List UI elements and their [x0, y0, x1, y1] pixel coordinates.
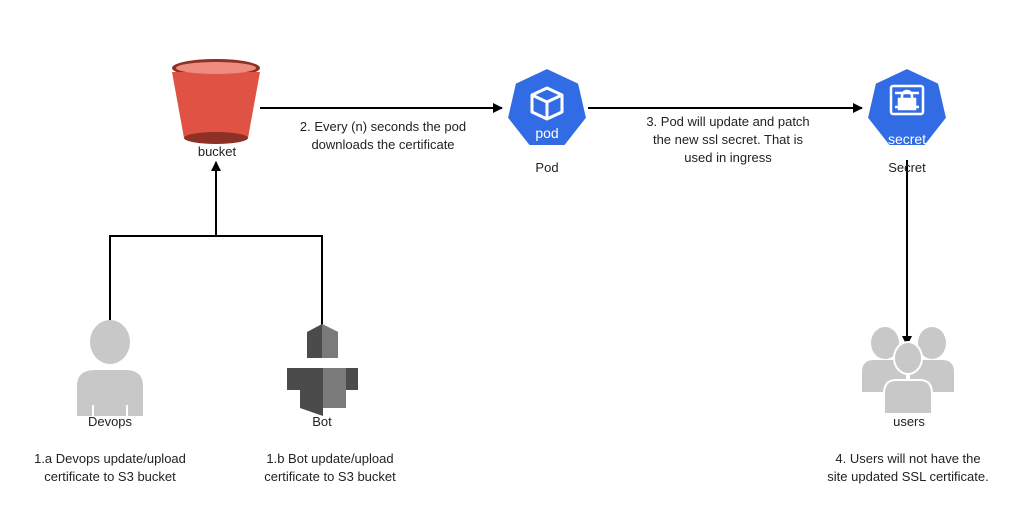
note-line: site updated SSL certificate. — [827, 469, 989, 484]
bucket-label: bucket — [197, 144, 237, 159]
lock-icon — [889, 84, 925, 116]
bucket-icon — [172, 59, 260, 144]
bot-label: Bot — [312, 414, 332, 429]
connectors — [109, 103, 912, 346]
pod-icon-text: pod — [535, 125, 559, 141]
note-line: 1.a Devops update/upload — [34, 451, 186, 466]
edge-devops-to-bucket — [109, 161, 221, 325]
edge-label-bucket-to-pod: 2. Every (n) seconds the pod downloads t… — [285, 118, 481, 154]
edge-label-pod-to-secret: 3. Pod will update and patch the new ssl… — [630, 113, 826, 167]
note-line: 1.b Bot update/upload — [266, 451, 394, 466]
note-line: certificate to S3 bucket — [44, 469, 176, 484]
devops-person-icon — [77, 320, 143, 416]
pod-label: Pod — [535, 160, 559, 175]
secret-k8s-icon — [865, 66, 949, 147]
edge-label-line: the new ssl secret. That is — [652, 132, 804, 147]
edge-label-line: downloads the certificate — [311, 137, 455, 152]
edge-label-line: used in ingress — [684, 150, 772, 165]
edge-label-line: 2. Every (n) seconds the pod — [299, 119, 467, 134]
edge-bot-to-bucket — [216, 235, 323, 325]
edge-label-line: 3. Pod will update and patch — [646, 114, 810, 129]
note-bot: 1.b Bot update/upload certificate to S3 … — [240, 450, 420, 486]
users-group-icon — [862, 327, 954, 415]
note-line: 4. Users will not have the — [835, 451, 981, 466]
note-users: 4. Users will not have the site updated … — [812, 450, 1004, 486]
devops-label: Devops — [87, 414, 133, 429]
bot-robot-icon — [287, 324, 358, 416]
cube-icon — [530, 86, 564, 121]
pod-k8s-icon — [505, 66, 589, 147]
secret-icon-text: secret — [887, 131, 927, 147]
note-line: certificate to S3 bucket — [264, 469, 396, 484]
secret-label: Secret — [888, 160, 926, 175]
users-label: users — [893, 414, 925, 429]
note-devops: 1.a Devops update/upload certificate to … — [20, 450, 200, 486]
